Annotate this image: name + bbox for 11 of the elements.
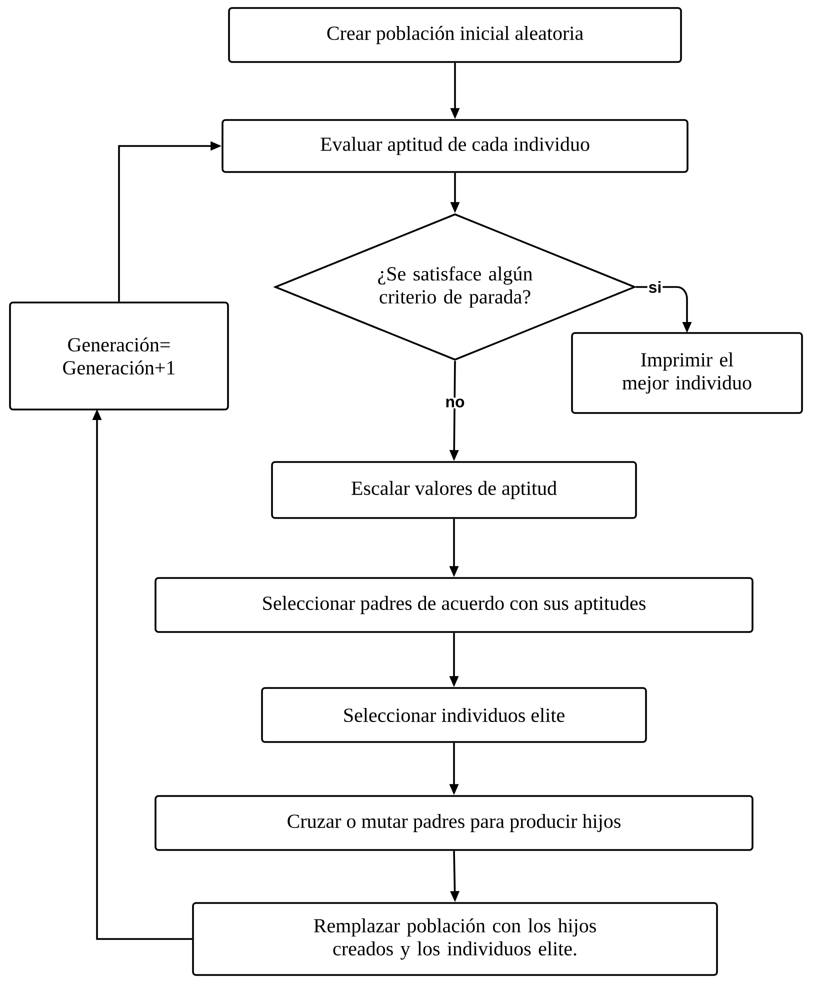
edge-label: si	[647, 280, 663, 294]
process-box: Cruzar o mutar padres para producir hijos	[154, 795, 754, 851]
process-box: Seleccionar individuos elite	[261, 687, 647, 743]
process-box: Remplazar población con los hijos creados y los individuos elite.	[192, 902, 718, 976]
process-box: Seleccionar padres de acuerdo con sus aptitudes	[154, 577, 754, 633]
process-box: Crear población inicial aleatoria	[228, 7, 682, 63]
process-box: Generación= Generación+1	[9, 302, 229, 410]
process-box: Imprimir el mejor individuo	[571, 332, 803, 414]
process-box: Escalar valores de aptitud	[271, 461, 637, 519]
process-box: Evaluar aptitud de cada individuo	[222, 119, 688, 173]
edge-label: no	[444, 398, 466, 408]
